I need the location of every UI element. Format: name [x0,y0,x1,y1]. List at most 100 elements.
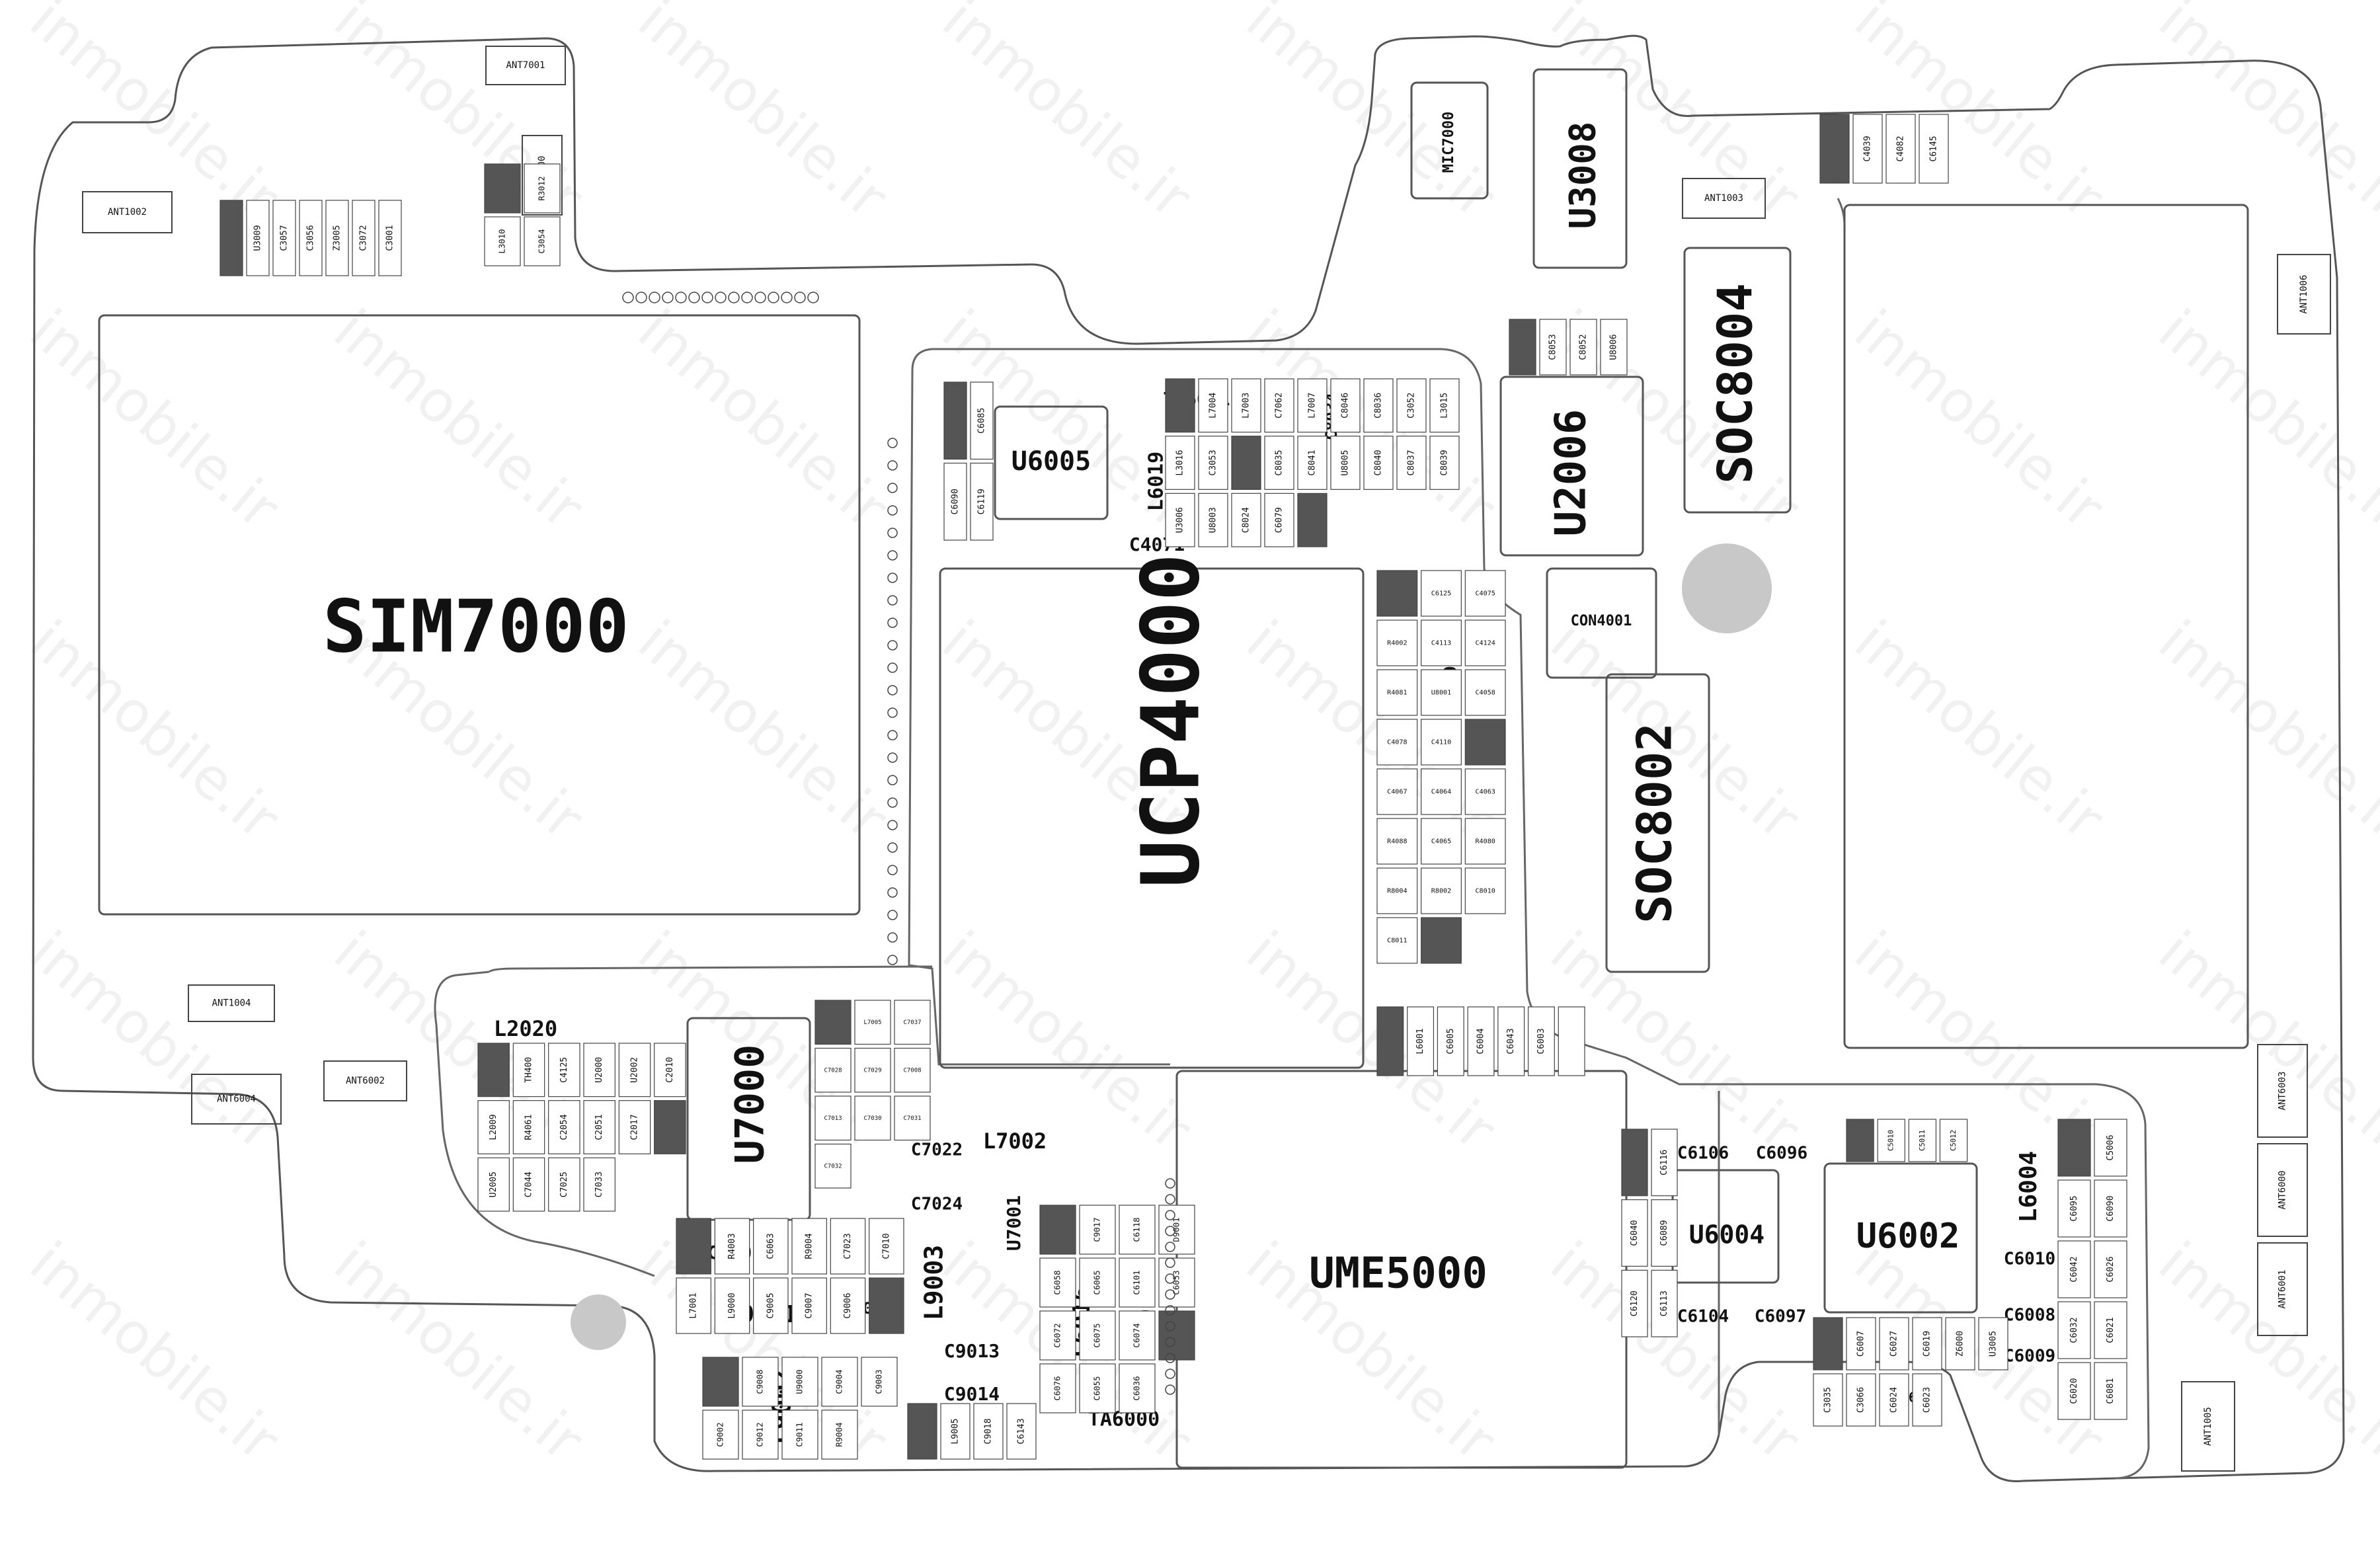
component-label-l9003[interactable]: L9003 [920,1245,949,1320]
small-part-pad[interactable] [1464,619,1506,666]
small-part-pad[interactable] [1527,1006,1555,1076]
component-label-u6002[interactable]: U6002 [1856,1216,1960,1256]
small-part-pad[interactable] [1464,818,1506,865]
small-part-pad[interactable] [583,1100,615,1154]
small-part-pad[interactable] [1165,436,1195,490]
small-part-pad[interactable] [1376,570,1418,617]
small-part-pad[interactable] [1852,114,1883,184]
small-part-pad[interactable] [1039,1257,1076,1308]
small-part-pad[interactable] [1437,1006,1464,1076]
small-part-pad[interactable] [714,1218,750,1275]
small-part-pad[interactable] [1877,1119,1905,1162]
small-part-pad[interactable] [1119,1310,1156,1361]
component-label-u6005[interactable]: U6005 [1012,446,1091,477]
small-part-pad[interactable] [524,216,561,266]
small-part-pad[interactable] [1165,378,1195,433]
small-part-pad[interactable] [1407,1006,1435,1076]
small-part-pad[interactable] [1158,1205,1195,1255]
small-part-pad[interactable] [1464,570,1506,617]
small-part-pad[interactable] [1509,319,1536,376]
small-part-pad[interactable] [548,1043,580,1097]
antenna-pad-ant1006[interactable] [2277,254,2331,335]
small-part-pad[interactable] [869,1218,904,1275]
small-part-pad[interactable] [821,1410,858,1460]
small-part-pad[interactable] [1497,1006,1525,1076]
ucp4000-frame[interactable] [939,567,1365,1069]
small-part-pad[interactable] [2094,1362,2127,1420]
small-part-pad[interactable] [1158,1257,1195,1308]
small-part-pad[interactable] [1421,570,1462,617]
antenna-pad-ant6003[interactable] [2257,1044,2308,1138]
antenna-pad-ant6004[interactable] [191,1074,282,1125]
small-part-pad[interactable] [1363,378,1394,433]
small-part-pad[interactable] [676,1277,711,1334]
small-part-pad[interactable] [524,163,561,214]
small-part-pad[interactable] [1621,1199,1648,1267]
small-part-pad[interactable] [1297,378,1328,433]
small-part-pad[interactable] [869,1277,904,1334]
soc8004-frame[interactable] [1683,247,1792,514]
small-part-pad[interactable] [943,462,967,541]
small-part-pad[interactable] [821,1357,858,1407]
small-part-pad[interactable] [940,1403,971,1460]
small-part-pad[interactable] [484,216,521,266]
small-part-pad[interactable] [1376,669,1418,716]
antenna-pad-ant1004[interactable] [188,984,275,1022]
small-part-pad[interactable] [1158,1310,1195,1361]
small-part-pad[interactable] [702,1357,739,1407]
small-part-pad[interactable] [1264,436,1294,490]
small-part-pad[interactable] [1429,436,1460,490]
small-part-pad[interactable] [970,381,994,460]
component-label-c6096[interactable]: C6096 [1756,1144,1807,1164]
small-part-pad[interactable] [907,1403,937,1460]
right-shield-frame[interactable] [1843,204,2249,1049]
small-part-pad[interactable] [618,1043,651,1097]
small-part-pad[interactable] [512,1157,545,1212]
small-part-pad[interactable] [1198,378,1228,433]
small-part-pad[interactable] [814,1000,852,1045]
small-part-pad[interactable] [512,1043,545,1097]
small-part-pad[interactable] [1079,1205,1116,1255]
small-part-pad[interactable] [854,1000,891,1045]
small-part-pad[interactable] [1396,436,1427,490]
antenna-pad-ant1003[interactable] [1682,178,1766,219]
small-part-pad[interactable] [1039,1310,1076,1361]
u3008-frame[interactable] [1532,68,1628,269]
small-part-pad[interactable] [814,1047,852,1093]
small-part-pad[interactable] [2094,1119,2127,1177]
small-part-pad[interactable] [1421,917,1462,964]
small-part-pad[interactable] [2094,1240,2127,1298]
small-part-pad[interactable] [2057,1301,2091,1359]
small-part-pad[interactable] [1039,1205,1076,1255]
small-part-pad[interactable] [1165,493,1195,547]
small-part-pad[interactable] [1330,436,1361,490]
small-part-pad[interactable] [1846,1119,1874,1162]
component-label-c6009[interactable]: C6009 [2004,1347,2055,1367]
small-part-pad[interactable] [1621,1129,1648,1197]
small-part-pad[interactable] [894,1095,931,1141]
small-part-pad[interactable] [477,1157,510,1212]
con4001-frame[interactable] [1546,567,1657,679]
antenna-pad-ant6000[interactable] [2257,1143,2308,1237]
component-label-c9014[interactable]: C9014 [944,1383,1000,1405]
small-part-pad[interactable] [1376,867,1418,914]
small-part-pad[interactable] [830,1277,866,1334]
small-part-pad[interactable] [1264,493,1294,547]
sim7000-frame[interactable] [98,314,861,916]
small-part-pad[interactable] [676,1218,711,1275]
small-part-pad[interactable] [1231,493,1261,547]
small-part-pad[interactable] [894,1047,931,1093]
small-part-pad[interactable] [1813,1373,1843,1427]
small-part-pad[interactable] [1198,493,1228,547]
antenna-pad-ant7000[interactable] [522,135,563,216]
small-part-pad[interactable] [1464,867,1506,914]
antenna-pad-ant6001[interactable] [2257,1242,2308,1336]
component-label-u2006[interactable]: U2006 [1547,409,1596,537]
small-part-pad[interactable] [477,1100,510,1154]
small-part-pad[interactable] [1621,1269,1648,1337]
small-part-pad[interactable] [1421,669,1462,716]
small-part-pad[interactable] [2094,1301,2127,1359]
small-part-pad[interactable] [1039,1363,1076,1413]
component-label-c6106[interactable]: C6106 [1677,1144,1729,1164]
small-part-pad[interactable] [1651,1199,1678,1267]
